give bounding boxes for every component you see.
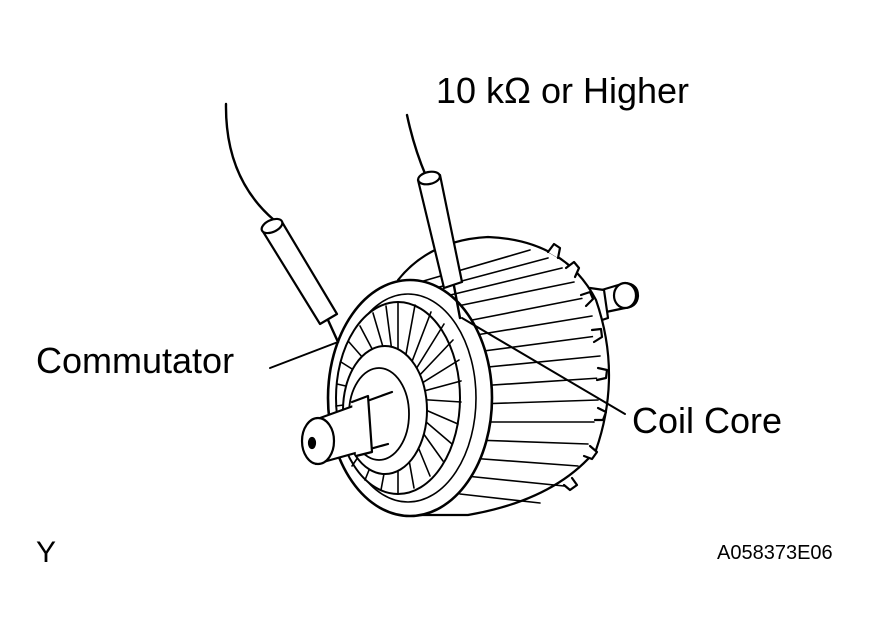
commutator-leader-line [269, 341, 339, 369]
meter-reading-label: 10 kΩ or Higher [436, 70, 690, 111]
view-letter-label: Y [36, 536, 57, 569]
coil-core-label: Coil Core [632, 400, 783, 441]
right-test-probe [405, 113, 464, 320]
figure-code-label: A058373E06 [717, 542, 833, 564]
commutator [335, 301, 462, 495]
commutator-label: Commutator [36, 340, 235, 381]
front-shaft [300, 390, 394, 466]
left-test-probe [224, 102, 340, 344]
coil-core-leader-line [461, 317, 626, 415]
